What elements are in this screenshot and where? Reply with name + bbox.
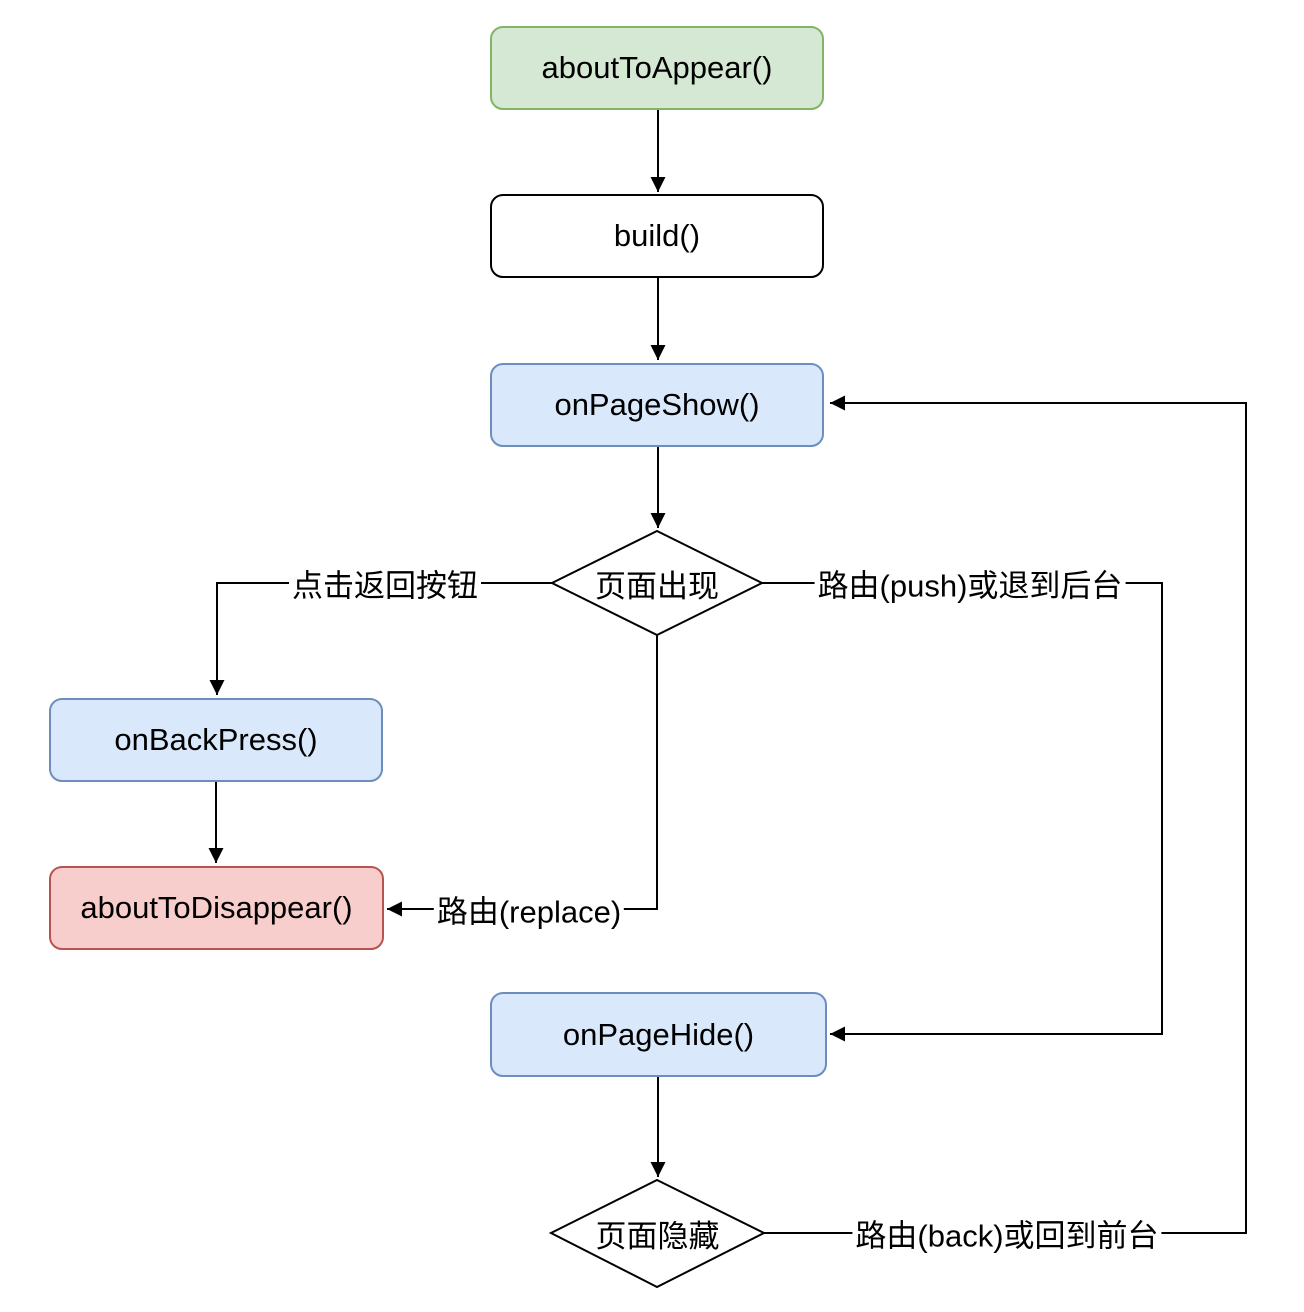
decision-page-hidden-label: 页面隐藏	[595, 1219, 720, 1254]
edge-pageAppear-to-aboutToDisappear	[387, 635, 658, 917]
node-about-to-disappear: aboutToDisappear()	[49, 866, 384, 950]
decision-page-appear-label: 页面出现	[595, 568, 719, 604]
node-on-page-hide: onPageHide()	[490, 992, 827, 1077]
node-on-page-show: onPageShow()	[490, 363, 824, 447]
node-build: build()	[490, 194, 824, 278]
edge-label-route-back: 路由(back)或回到前台	[852, 1209, 1162, 1257]
node-on-back-press: onBackPress()	[49, 698, 383, 782]
edge-label-route-replace: 路由(replace)	[433, 885, 625, 933]
node-about-to-appear: aboutToAppear()	[490, 26, 824, 110]
edge-pageAppear-to-onPageHide	[762, 582, 1163, 1042]
edge-pageHidden-to-onPageShow	[764, 395, 1247, 1234]
edge-label-route-push: 路由(push)或退到后台	[814, 559, 1126, 607]
decision-page-hidden-shape	[548, 1178, 767, 1289]
edge-label-click-back: 点击返回按钮	[289, 559, 481, 607]
decision-page-appear-shape	[549, 529, 765, 637]
